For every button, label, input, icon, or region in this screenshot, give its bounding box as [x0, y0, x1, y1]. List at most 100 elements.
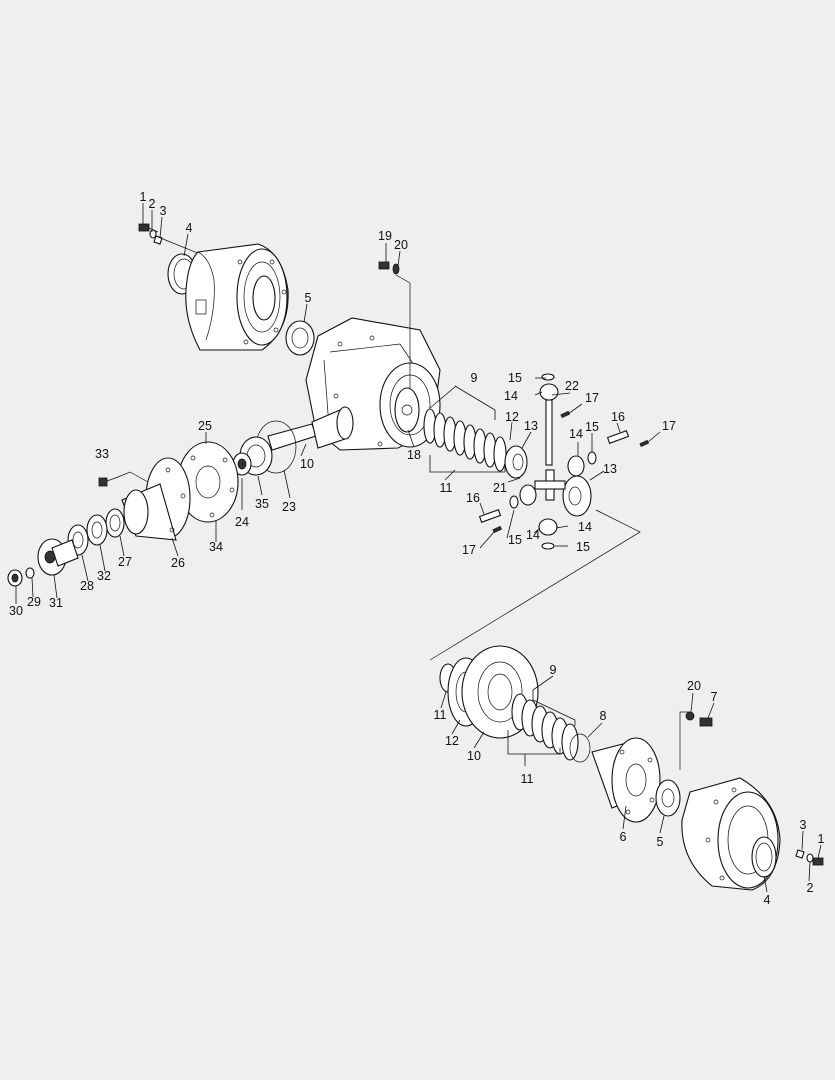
- axle-housing-upper: [185, 243, 289, 351]
- callout-17-top: 17: [585, 391, 599, 405]
- callout-27: 27: [118, 555, 132, 569]
- washer-part-20-lower: [685, 711, 695, 721]
- callout-24: 24: [235, 515, 249, 529]
- callout-13-right: 13: [603, 462, 617, 476]
- callout-23: 23: [282, 500, 296, 514]
- callout-labels: 1 2 3 4 5 19 20 9 15 14 22 17 12 13 16 1…: [9, 190, 824, 907]
- seal-ring-part-4-lower: [751, 836, 777, 878]
- callout-14-top: 14: [504, 389, 518, 403]
- callout-20-lower: 20: [687, 679, 701, 693]
- callout-17-bottom: 17: [462, 543, 476, 557]
- thrust-washer-part-15-top: [541, 373, 555, 381]
- assembly-connector-line: [429, 509, 641, 661]
- ring-part-32: [86, 514, 108, 546]
- yoke-flange-part-31: [37, 538, 79, 576]
- leader-lines: [15, 203, 822, 893]
- callout-32: 32: [97, 569, 111, 583]
- callout-13-top: 13: [524, 419, 538, 433]
- clutch-disc-pack-upper: [423, 408, 507, 472]
- callout-21: 21: [493, 481, 507, 495]
- clutch-disc-pack-lower: [511, 693, 579, 761]
- washer-part-2: [149, 229, 157, 239]
- callout-10: 10: [300, 457, 314, 471]
- callout-15-top: 15: [508, 371, 522, 385]
- roll-pin-part-17-right: [639, 439, 650, 448]
- callout-15-right: 15: [585, 420, 599, 434]
- callout-25: 25: [198, 419, 212, 433]
- bolt-part-33: [98, 477, 108, 487]
- callout-4: 4: [186, 221, 193, 235]
- callout-11: 11: [440, 481, 453, 495]
- callout-15-bottom: 15: [576, 540, 590, 554]
- side-gear-part-13-right: [562, 475, 592, 517]
- side-gear-part-13-left: [504, 445, 528, 479]
- washer-part-2-lower: [806, 853, 814, 863]
- callout-10-lower: 10: [467, 749, 481, 763]
- callout-5-lower: 5: [657, 835, 664, 849]
- callout-35: 35: [255, 497, 269, 511]
- callout-7: 7: [711, 690, 718, 704]
- thrust-washer-part-15-right: [587, 451, 597, 465]
- callout-28: 28: [80, 579, 94, 593]
- input-pinion-shaft: [267, 406, 354, 451]
- bearing-part-5: [285, 320, 315, 356]
- pinion-gear-part-14-bottom: [538, 518, 558, 536]
- bolt-part-7: [699, 717, 713, 727]
- lock-plate-part-3-lower: [795, 849, 805, 859]
- callout-16-left: 16: [466, 491, 480, 505]
- lower-right-group: [439, 645, 824, 891]
- thrust-washer-part-15-bottom: [541, 542, 555, 550]
- callout-20: 20: [394, 238, 408, 252]
- callout-15-left: 15: [508, 533, 522, 547]
- callout-33: 33: [95, 447, 109, 461]
- pin-part-22: [545, 399, 553, 466]
- callout-4-lower: 4: [764, 893, 771, 907]
- thrust-washer-part-15-left: [509, 495, 519, 509]
- washer-part-20: [392, 263, 400, 275]
- upper-left-housing-group: [138, 223, 315, 356]
- bolt-part-19: [378, 261, 390, 270]
- roll-pin-part-17-top: [560, 410, 571, 419]
- callout-22: 22: [565, 379, 579, 393]
- callout-30: 30: [9, 604, 23, 618]
- callout-14-bottom: 14: [578, 520, 592, 534]
- cover-part-26: [121, 457, 191, 541]
- callout-26: 26: [171, 556, 185, 570]
- callout-19: 19: [378, 229, 392, 243]
- callout-6: 6: [620, 830, 627, 844]
- pinion-gear-part-14-left: [519, 484, 537, 506]
- snap-ring-part-8: [569, 733, 591, 763]
- callout-2: 2: [149, 197, 156, 211]
- callout-3-lower: 3: [800, 818, 807, 832]
- bolt-part-1-lower: [812, 857, 824, 866]
- pinion-gear-part-14-right: [567, 455, 585, 477]
- callout-12: 12: [505, 410, 519, 424]
- callout-17-right: 17: [662, 419, 676, 433]
- shaft-part-16-left: [478, 509, 502, 523]
- spider-part-21: [534, 469, 566, 501]
- pressure-plate-part-18: [394, 387, 420, 433]
- callout-12-lower: 12: [445, 734, 459, 748]
- callout-3: 3: [160, 204, 167, 218]
- callout-11-lower-left: 11: [434, 708, 447, 722]
- callout-14-left: 14: [526, 528, 540, 542]
- callout-1: 1: [140, 190, 147, 204]
- callout-31: 31: [49, 596, 63, 610]
- callout-9: 9: [471, 371, 478, 385]
- bearing-part-27: [105, 508, 125, 538]
- callout-16-right: 16: [611, 410, 625, 424]
- callout-2-lower: 2: [807, 881, 814, 895]
- bearing-part-5-lower: [655, 779, 681, 817]
- washer-part-29: [25, 567, 35, 579]
- shaft-part-16-right: [606, 430, 630, 444]
- callout-14-right: 14: [569, 427, 583, 441]
- roll-pin-part-17-bottom: [492, 525, 503, 534]
- callout-9-lower: 9: [550, 663, 557, 677]
- carrier-part-6: [591, 737, 661, 823]
- callout-5: 5: [305, 291, 312, 305]
- callout-18: 18: [407, 448, 421, 462]
- callout-8: 8: [600, 709, 607, 723]
- nut-part-30: [7, 569, 23, 587]
- pinion-gear-part-14-top: [539, 383, 559, 401]
